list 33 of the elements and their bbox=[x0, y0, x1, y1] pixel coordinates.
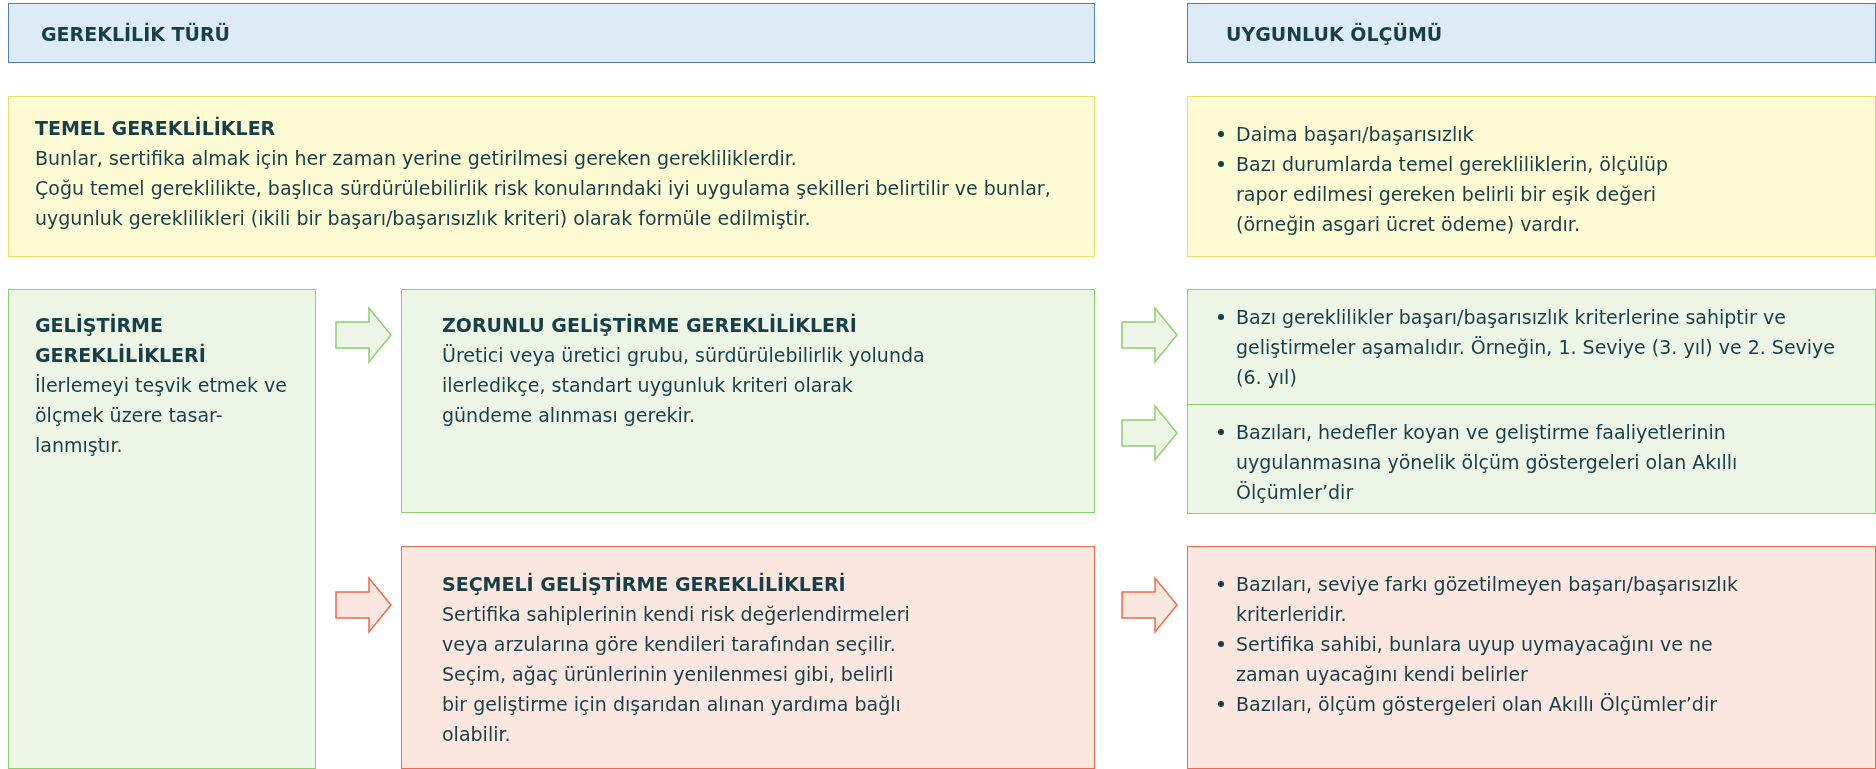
column-title: UYGUNLUK ÖLÇÜMÜ bbox=[1226, 21, 1444, 47]
measure-panel bbox=[1187, 289, 1876, 405]
panel-text: Sertifika sahiplerinin kendi risk değerlendirmeleri veya arzularına göre kendileri tarafından seçilir. Seçim, ağaç ürünlerinin yenilenmesi gibi, belirli bir geliştirme için dışarıdan alınan yardıma bağlı olabilir. bbox=[442, 602, 911, 747]
panel-heading: GELİŞTİRME GEREKLİLİKLERİ bbox=[35, 312, 207, 368]
block-arrow bbox=[335, 575, 392, 635]
panel-heading: TEMEL GEREKLİLİKLER bbox=[35, 115, 277, 141]
info-panel bbox=[401, 546, 1095, 769]
info-panel bbox=[8, 289, 316, 769]
bullet-item: Sertifika sahibi, bunlara uyup uymayacağını ve ne zaman uyacağını kendi belirler bbox=[1214, 629, 1754, 689]
block-arrow bbox=[335, 305, 392, 365]
panel-heading: SEÇMELİ GELİŞTİRME GEREKLİLİKLERİ bbox=[442, 571, 847, 597]
panel-text: Çoğu temel gereklilikte, başlıca sürdürülebilirlik risk konularındaki iyi uygulama şekilleri belirtilir ve bunlar, uygunluk gereklilikleri (ikili bir başarı/başarısızlık kriteri) olarak formüle edilmiştir. bbox=[35, 176, 1052, 231]
column-header bbox=[8, 3, 1095, 63]
block-arrow bbox=[1121, 305, 1178, 365]
column-title: GEREKLİLİK TÜRÜ bbox=[41, 21, 232, 47]
measure-panel bbox=[1187, 96, 1876, 257]
bullet-item: Bazı gereklilikler başarı/başarısızlık kriterlerine sahiptir ve geliştirmeler aşamalıdır. Örneğin, 1. Seviye (3. yıl) ve 2. Seviye (6. yıl) bbox=[1214, 302, 1864, 392]
bullet-item: Bazıları, ölçüm göstergeleri olan Akıllı Ölçümler’dir bbox=[1214, 689, 1754, 719]
bullet-item: Daima başarı/başarısızlık bbox=[1214, 119, 1714, 149]
bullet-item: Bazı durumlarda temel gerekliliklerin, ölçülüp rapor edilmesi gereken belirli bir eşik değeri (örneğin asgari ücret ödeme) vardır. bbox=[1214, 149, 1714, 239]
panel-heading: ZORUNLU GELİŞTİRME GEREKLİLİKLERİ bbox=[442, 312, 858, 338]
panel-text: İlerlemeyi teşvik etmek ve ölçmek üzere tasar- lanmıştır. bbox=[35, 373, 289, 458]
panel-text: Üretici veya üretici grubu, sürdürülebilirlik yolunda ilerledikçe, standart uygunluk kriteri olarak gündeme alınması gerekir. bbox=[442, 343, 926, 428]
block-arrow bbox=[1121, 575, 1178, 635]
measure-panel bbox=[1187, 546, 1876, 769]
panel-text: Bunlar, sertifika almak için her zaman yerine getirilmesi gereken gerekliliklerdir. bbox=[35, 146, 798, 171]
column-header bbox=[1187, 3, 1876, 63]
bullet-item: Bazıları, seviye farkı gözetilmeyen başarı/başarısızlık kriterleridir. bbox=[1214, 569, 1754, 629]
bullet-item: Bazıları, hedefler koyan ve geliştirme faaliyetlerinin uygulanmasına yönelik ölçüm göstergeleri olan Akıllı Ölçümler’dir bbox=[1214, 417, 1774, 507]
info-panel bbox=[401, 289, 1095, 513]
block-arrow bbox=[1121, 403, 1178, 463]
measure-panel bbox=[1187, 404, 1876, 514]
info-panel bbox=[8, 96, 1095, 257]
